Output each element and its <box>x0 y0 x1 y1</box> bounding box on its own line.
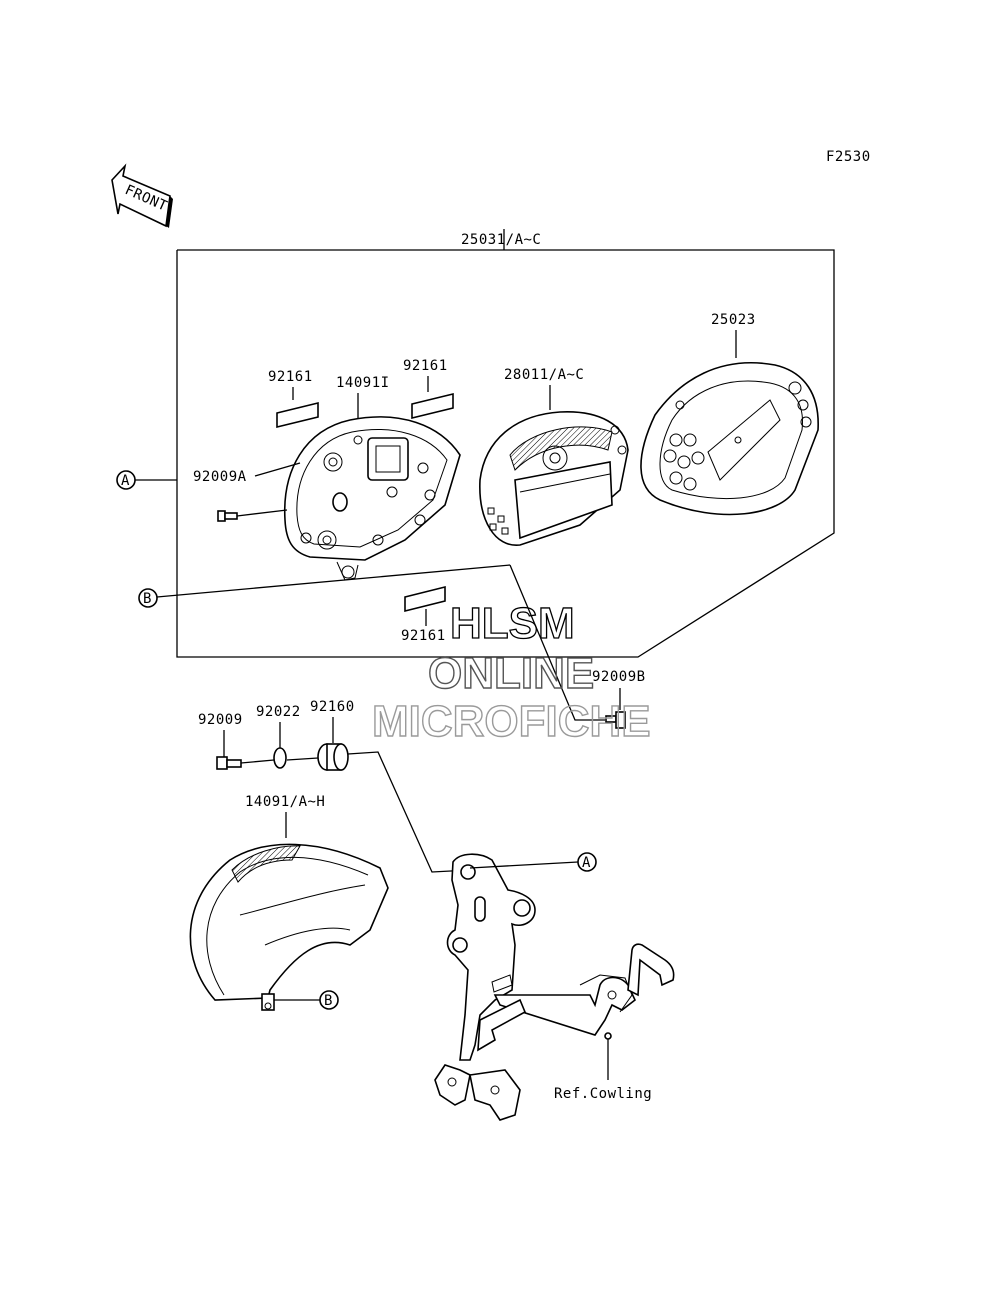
meter-unit <box>479 411 629 546</box>
meter-stay-bracket <box>434 853 675 1121</box>
svg-text:HLSM: HLSM <box>450 599 575 648</box>
label-grommet: 92160 <box>310 699 355 715</box>
screw-b-icon <box>605 711 626 729</box>
sticker-left <box>276 401 319 429</box>
label-case: 14091I <box>336 375 390 391</box>
watermark: HLSM ONLINE MICROFICHE <box>371 598 651 746</box>
svg-text:ONLINE: ONLINE <box>428 649 594 698</box>
meter-cover <box>640 361 819 516</box>
assembly-outline <box>176 229 835 658</box>
washer-icon <box>273 747 287 769</box>
svg-text:A: A <box>582 855 591 871</box>
svg-text:MICROFICHE: MICROFICHE <box>372 697 651 746</box>
svg-text:B: B <box>143 591 152 607</box>
ref-a-upper: A <box>116 470 136 490</box>
svg-text:B: B <box>324 993 333 1009</box>
meter-case <box>283 416 461 581</box>
svg-text:A: A <box>121 473 130 489</box>
front-arrow-icon: FRONT <box>111 163 173 228</box>
ref-b-lower: B <box>319 990 339 1010</box>
sticker-bottom <box>404 585 446 613</box>
ref-b-upper: B <box>138 588 158 608</box>
label-sticker-bottom: 92161 <box>401 628 446 644</box>
sticker-right <box>411 392 454 420</box>
figure-code: F2530 <box>826 149 871 165</box>
screw-a-icon <box>217 510 238 522</box>
label-sticker-left: 92161 <box>268 369 313 385</box>
grommet-icon <box>317 743 349 771</box>
label-washer: 92022 <box>256 704 301 720</box>
label-bolt: 92009 <box>198 712 243 728</box>
label-cover: 25023 <box>711 312 756 328</box>
label-cowling-ref: Ref.Cowling <box>554 1086 652 1102</box>
bolt-icon <box>216 756 242 770</box>
label-screw-b: 92009B <box>592 669 646 685</box>
label-meter-unit: 28011/A~C <box>504 367 584 383</box>
ref-a-lower: A <box>577 852 597 872</box>
label-assembly: 25031/A~C <box>461 232 541 248</box>
label-sticker-right: 92161 <box>403 358 448 374</box>
label-outer-cover: 14091/A~H <box>245 794 325 810</box>
outer-cover <box>189 843 389 1011</box>
label-screw-a: 92009A <box>193 469 247 485</box>
